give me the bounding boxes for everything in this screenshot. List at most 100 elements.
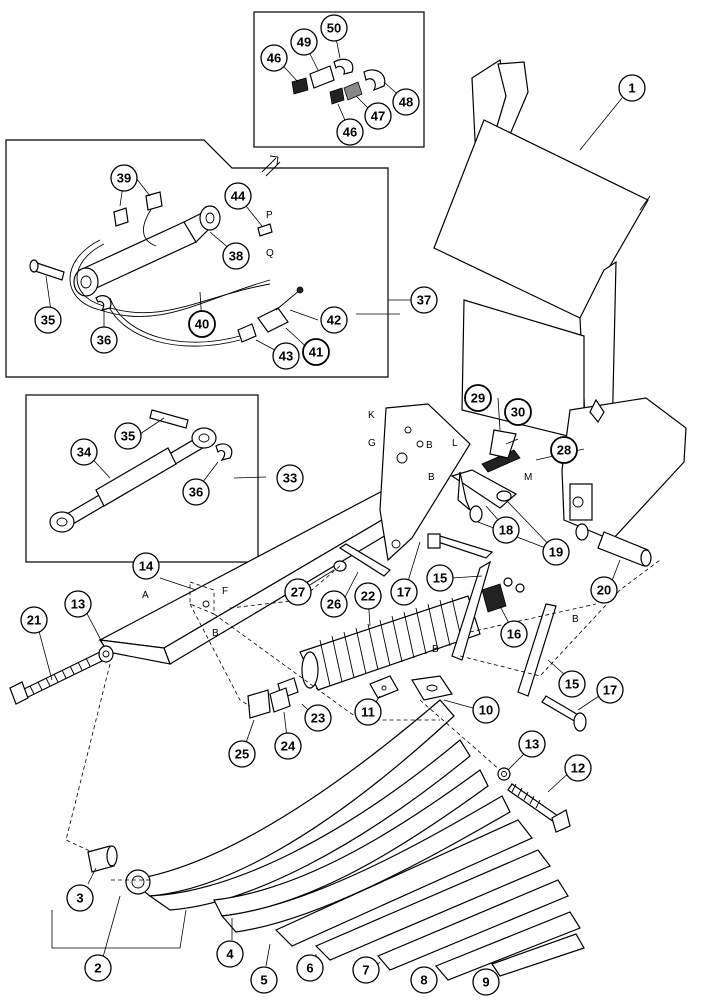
callout-48: 48 bbox=[392, 88, 420, 116]
svg-text:12: 12 bbox=[571, 761, 585, 776]
svg-text:8: 8 bbox=[420, 973, 427, 988]
callout-6: 6 bbox=[296, 954, 324, 982]
callout-46-upper: 46 bbox=[260, 44, 288, 72]
callout-1: 1 bbox=[618, 74, 646, 102]
inset-pointer-arrow bbox=[261, 155, 281, 177]
callout-8: 8 bbox=[410, 966, 438, 994]
svg-text:15: 15 bbox=[565, 677, 579, 692]
svg-text:39: 39 bbox=[117, 171, 131, 186]
letter-b-spring: B bbox=[432, 644, 439, 655]
callout-18: 18 bbox=[492, 516, 520, 544]
bolt-part-17-upper bbox=[427, 533, 494, 559]
valve-part-41 bbox=[257, 286, 304, 333]
letter-f: F bbox=[222, 586, 228, 597]
callout-28: 28 bbox=[550, 436, 578, 464]
spring-part-22 bbox=[299, 595, 481, 691]
svg-text:14: 14 bbox=[139, 559, 154, 574]
pin-part-35-inset bbox=[149, 409, 189, 429]
callout-25: 25 bbox=[228, 740, 256, 768]
callout-21: 21 bbox=[20, 606, 48, 634]
cylinder-part-38 bbox=[73, 205, 221, 297]
callout-4: 4 bbox=[216, 940, 244, 968]
pin-part-26 bbox=[338, 543, 391, 577]
svg-text:27: 27 bbox=[291, 585, 305, 600]
svg-text:18: 18 bbox=[499, 523, 513, 538]
callout-35-cylinder: 35 bbox=[34, 306, 62, 334]
callout-19: 19 bbox=[542, 538, 570, 566]
svg-text:33: 33 bbox=[283, 471, 297, 486]
svg-text:20: 20 bbox=[597, 583, 611, 598]
bolt-part-17-lower bbox=[541, 695, 587, 732]
svg-text:13: 13 bbox=[71, 597, 85, 612]
svg-text:48: 48 bbox=[399, 95, 413, 110]
washer-part-13-upper bbox=[98, 645, 114, 663]
letter-q: Q bbox=[266, 248, 274, 259]
clip-part-36-cylinder bbox=[95, 295, 112, 311]
svg-text:30: 30 bbox=[511, 405, 525, 420]
svg-text:36: 36 bbox=[189, 485, 203, 500]
bushing-part-20 bbox=[597, 531, 652, 567]
letter-p: P bbox=[266, 210, 273, 221]
svg-text:25: 25 bbox=[235, 747, 249, 762]
bolt-part-21 bbox=[9, 651, 105, 705]
callout-9: 9 bbox=[472, 968, 500, 996]
callout-29: 29 bbox=[464, 384, 492, 412]
callout-41: 41 bbox=[302, 338, 330, 366]
letter-b-upper: B bbox=[426, 440, 433, 451]
svg-text:40: 40 bbox=[195, 317, 209, 332]
pivot-bracket bbox=[450, 429, 589, 541]
svg-text:7: 7 bbox=[362, 963, 369, 978]
callout-34: 34 bbox=[70, 438, 98, 466]
callout-20: 20 bbox=[590, 576, 618, 604]
callout-17-upper: 17 bbox=[390, 578, 418, 606]
callout-42: 42 bbox=[320, 306, 348, 334]
svg-text:22: 22 bbox=[361, 589, 375, 604]
frame-part-1 bbox=[433, 59, 687, 541]
callout-13-upper: 13 bbox=[64, 590, 92, 618]
link-part-15-upper bbox=[451, 560, 491, 661]
svg-text:19: 19 bbox=[549, 545, 563, 560]
leader-lines bbox=[35, 27, 623, 987]
letter-a: A bbox=[142, 590, 149, 601]
svg-text:43: 43 bbox=[279, 349, 293, 364]
leaf-spring-pack bbox=[125, 699, 585, 981]
letter-m: M bbox=[524, 472, 532, 483]
letter-b-link: B bbox=[572, 614, 579, 625]
callout-17-lower: 17 bbox=[596, 676, 624, 704]
block-part-16 bbox=[481, 577, 525, 613]
letter-b-mid: B bbox=[428, 472, 435, 483]
callout-36-cylinder: 36 bbox=[90, 326, 118, 354]
inset-hydraulic-cylinder bbox=[5, 139, 389, 378]
fitting-part-44 bbox=[257, 223, 273, 237]
callout-49: 49 bbox=[290, 28, 318, 56]
callout-36-turnbuckle: 36 bbox=[182, 478, 210, 506]
svg-text:1: 1 bbox=[628, 81, 635, 96]
svg-text:28: 28 bbox=[557, 443, 571, 458]
fittings-46-50 bbox=[291, 58, 386, 105]
svg-text:23: 23 bbox=[311, 711, 325, 726]
pin-part-35-cylinder bbox=[29, 259, 65, 281]
callout-30: 30 bbox=[504, 398, 532, 426]
callout-44: 44 bbox=[224, 182, 252, 210]
callout-23: 23 bbox=[304, 704, 332, 732]
callout-35-turnbuckle: 35 bbox=[114, 422, 142, 450]
callout-3: 3 bbox=[66, 884, 94, 912]
turnbuckle-part-34 bbox=[49, 427, 217, 533]
nut-part-24 bbox=[269, 687, 291, 713]
svg-text:46: 46 bbox=[343, 125, 357, 140]
callout-26: 26 bbox=[320, 590, 348, 618]
svg-text:9: 9 bbox=[482, 975, 489, 990]
svg-text:3: 3 bbox=[76, 891, 83, 906]
svg-text:41: 41 bbox=[309, 345, 323, 360]
svg-text:35: 35 bbox=[121, 429, 135, 444]
nut-part-25 bbox=[247, 689, 271, 719]
svg-text:17: 17 bbox=[397, 585, 411, 600]
callout-27: 27 bbox=[284, 578, 312, 606]
svg-text:44: 44 bbox=[231, 189, 246, 204]
svg-text:24: 24 bbox=[281, 739, 296, 754]
callout-16: 16 bbox=[500, 620, 528, 648]
callout-15-lower: 15 bbox=[558, 670, 586, 698]
callouts: 1 2 3 4 5 6 7 8 9 10 11 12 13 13 14 15 1… bbox=[20, 14, 646, 996]
bushing-part-3 bbox=[87, 845, 118, 873]
